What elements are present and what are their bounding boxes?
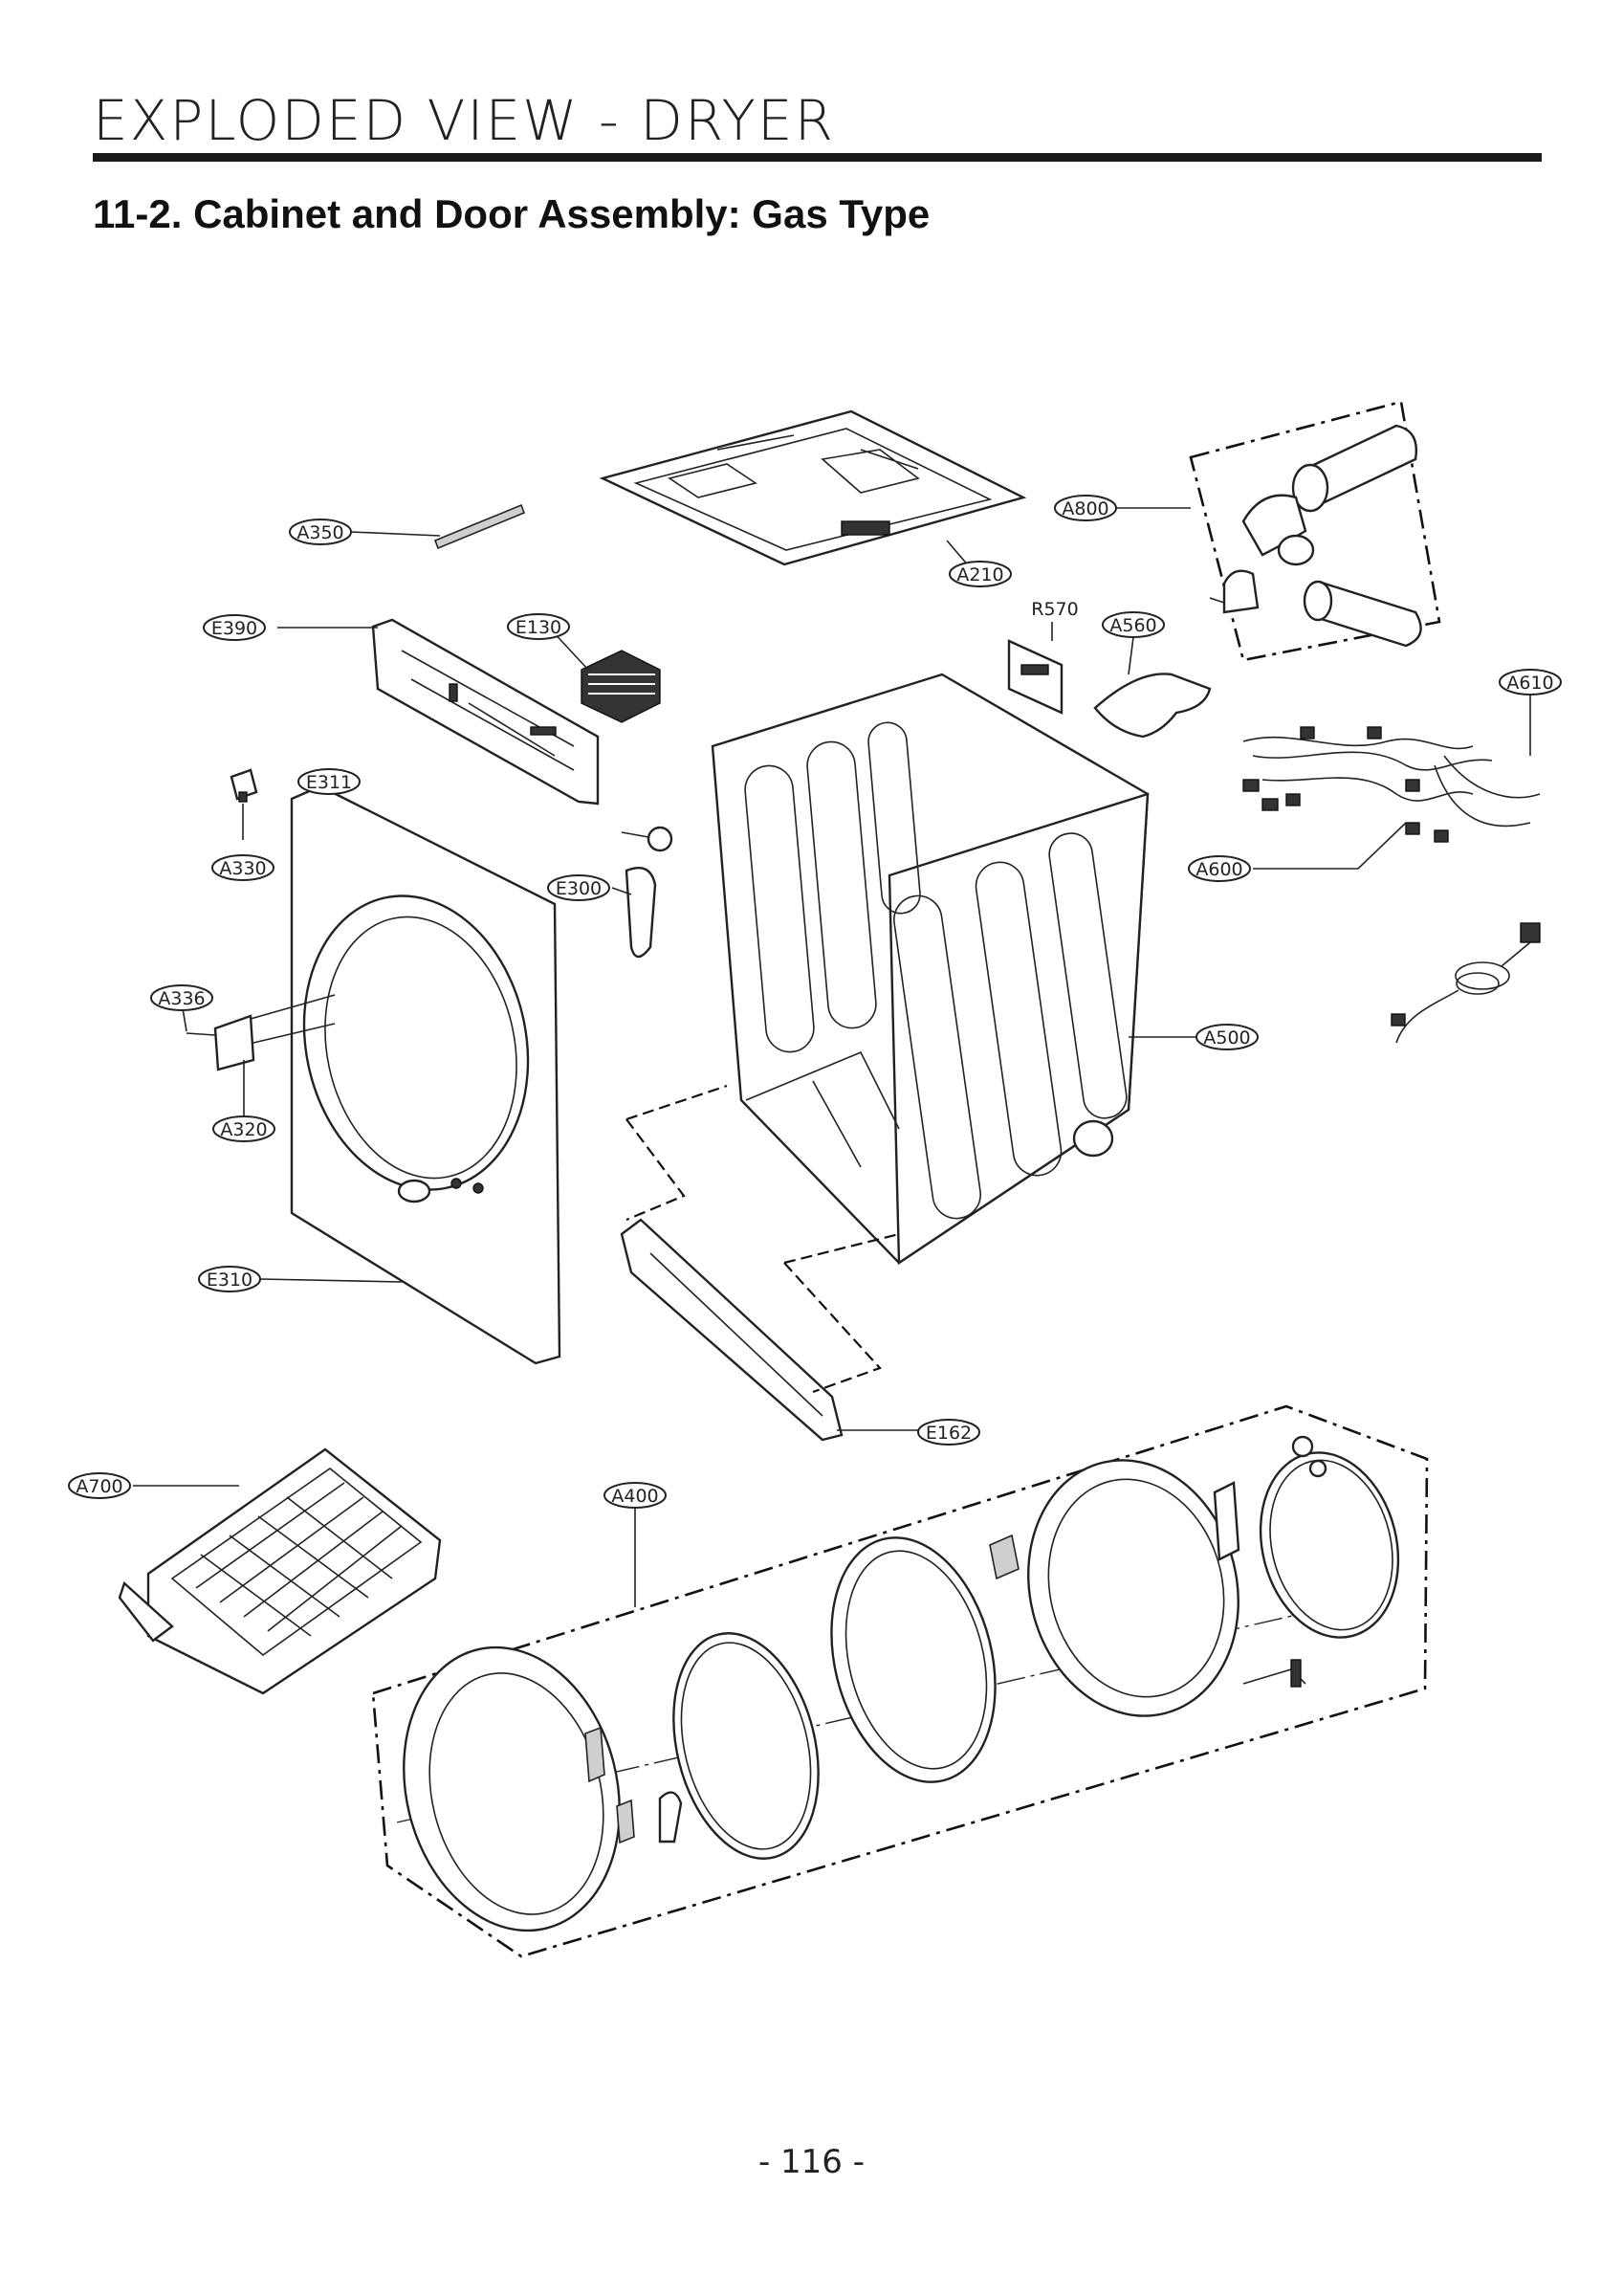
a700-lint-filter xyxy=(118,1447,442,1695)
page-header-title: EXPLODED VIEW - DRYER xyxy=(93,88,835,153)
e390-bracket-part xyxy=(371,618,600,806)
svg-text:A610: A610 xyxy=(1506,673,1553,694)
callout-a600: A600 xyxy=(1188,855,1251,882)
svg-text:A350: A350 xyxy=(296,522,343,543)
a330-switch-part xyxy=(230,768,258,803)
callout-a210: A210 xyxy=(949,561,1012,587)
a600-wire-harness xyxy=(1242,726,1541,843)
callout-r570: R570 xyxy=(1031,599,1078,620)
callout-e310: E310 xyxy=(198,1266,261,1292)
a400-door-assembly xyxy=(371,1404,1429,1958)
callout-a800: A800 xyxy=(1054,495,1117,521)
page-number: - 116 - xyxy=(757,2143,866,2181)
callout-e300: E300 xyxy=(547,874,610,901)
e162-rail-part xyxy=(620,1084,900,1442)
a320-latch-part xyxy=(186,994,336,1071)
callout-e162: E162 xyxy=(917,1419,980,1446)
a800-vent-kit xyxy=(1189,400,1441,662)
a560-duct-part xyxy=(1093,673,1212,739)
callout-a500: A500 xyxy=(1195,1024,1259,1050)
callout-e130: E130 xyxy=(507,613,570,640)
power-cord-part xyxy=(1391,922,1541,1044)
svg-text:A600: A600 xyxy=(1195,859,1242,880)
svg-text:E300: E300 xyxy=(556,878,602,899)
e300-bracket-part xyxy=(621,826,673,959)
svg-text:E130: E130 xyxy=(515,617,561,638)
r570-plate-part xyxy=(1007,639,1064,715)
svg-text:A210: A210 xyxy=(956,564,1003,585)
svg-text:A700: A700 xyxy=(76,1476,122,1497)
callout-e390: E390 xyxy=(203,614,266,641)
front-panel-part xyxy=(290,784,561,1365)
svg-text:A800: A800 xyxy=(1062,498,1108,519)
callout-a560: A560 xyxy=(1102,611,1165,638)
svg-text:E311: E311 xyxy=(306,772,352,793)
cabinet-part xyxy=(711,673,1150,1266)
callout-a336: A336 xyxy=(150,984,213,1011)
callout-a700: A700 xyxy=(68,1472,131,1499)
svg-text:E390: E390 xyxy=(211,618,257,639)
callout-a320: A320 xyxy=(212,1115,275,1142)
svg-text:A330: A330 xyxy=(219,858,266,879)
callout-a330: A330 xyxy=(211,854,274,881)
svg-text:A400: A400 xyxy=(611,1486,658,1507)
callout-e311: E311 xyxy=(297,768,361,795)
svg-text:E162: E162 xyxy=(926,1423,972,1444)
header-rule xyxy=(93,153,1542,162)
svg-text:E310: E310 xyxy=(207,1269,252,1291)
callout-a350: A350 xyxy=(289,519,352,545)
svg-text:A320: A320 xyxy=(220,1119,267,1140)
svg-text:A336: A336 xyxy=(158,988,205,1009)
callout-a400: A400 xyxy=(603,1482,667,1509)
top-plate-part xyxy=(599,409,1027,566)
svg-text:R570: R570 xyxy=(1031,599,1078,620)
svg-text:A560: A560 xyxy=(1109,615,1156,636)
callout-a610: A610 xyxy=(1499,669,1562,695)
section-title: 11-2. Cabinet and Door Assembly: Gas Typ… xyxy=(93,191,931,236)
e130-module-part xyxy=(581,650,661,723)
a350-strip-part xyxy=(433,503,526,550)
svg-text:A500: A500 xyxy=(1203,1027,1250,1049)
